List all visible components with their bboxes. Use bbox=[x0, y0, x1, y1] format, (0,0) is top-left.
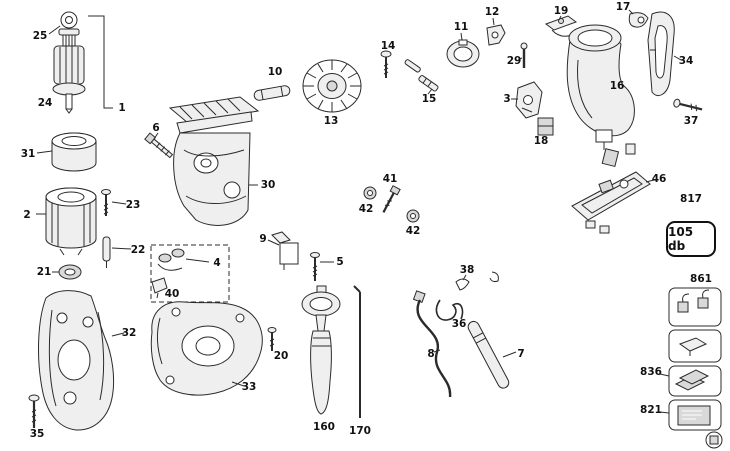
part-3-lever-drawing bbox=[511, 81, 543, 119]
part-12-bracket-drawing bbox=[486, 17, 506, 46]
part-30-gear-housing-drawing bbox=[168, 96, 260, 226]
part-37-screw-drawing bbox=[673, 98, 703, 112]
part-16-motor-housing-drawing bbox=[566, 24, 635, 150]
part-32-housing-drawing bbox=[38, 290, 125, 431]
accessory-box-plates bbox=[659, 365, 722, 397]
part-34-handle-drawing bbox=[647, 11, 682, 96]
part-42-nut-b-drawing bbox=[406, 209, 420, 223]
part-14-screw-drawing bbox=[380, 50, 392, 78]
part-24-armature-drawing bbox=[52, 28, 86, 114]
accessory-box-brushes bbox=[668, 287, 722, 327]
part-23-screw-drawing bbox=[101, 189, 127, 216]
accessory-box-manual bbox=[659, 399, 722, 431]
part-15-pins-drawing bbox=[404, 59, 439, 95]
part-4-clip-drawing bbox=[157, 248, 210, 271]
part-33-housing-drawing bbox=[150, 301, 263, 396]
part-9-brush-holder-drawing bbox=[267, 231, 299, 270]
service-kit-box bbox=[150, 244, 230, 303]
part-20-screw-drawing bbox=[267, 327, 277, 351]
part-36-cord-hook-drawing bbox=[435, 299, 464, 321]
part-19-spring-drawing bbox=[544, 15, 578, 37]
part-31-baffle-drawing bbox=[36, 132, 97, 172]
noise-level-badge: 105 db bbox=[666, 221, 716, 257]
accessory-box-clip bbox=[668, 329, 722, 363]
part-18-block-drawing bbox=[537, 117, 554, 136]
part-25-bearing-drawing bbox=[48, 11, 78, 35]
noise-level-text: 105 db bbox=[668, 225, 694, 253]
part-8-cord-drawing bbox=[412, 290, 452, 398]
part-46-plate-drawing bbox=[571, 143, 655, 234]
part-35-screw-drawing bbox=[28, 394, 40, 428]
part-29-pin-drawing bbox=[518, 42, 528, 68]
part-6-bolt-drawing bbox=[144, 132, 174, 159]
part-17-clip-drawing bbox=[628, 9, 649, 28]
part-11-ring-drawing bbox=[446, 32, 480, 68]
part-13-crank-wheel-drawing bbox=[302, 59, 362, 113]
assembly-1-bracket bbox=[88, 15, 113, 109]
stamp-icon bbox=[705, 431, 723, 449]
part-42-nut-a-drawing bbox=[363, 186, 377, 200]
part-160-side-handle-drawing bbox=[301, 285, 341, 415]
part-21-grommet-drawing bbox=[52, 264, 82, 280]
part-41-bolt-drawing bbox=[382, 185, 401, 213]
part-5-screw-drawing bbox=[310, 252, 334, 281]
part-7-bit-drawing bbox=[467, 320, 517, 389]
part-38-clip-drawing bbox=[455, 271, 499, 291]
part-10-cylinder-drawing bbox=[253, 85, 291, 101]
part-2-field-drawing bbox=[36, 187, 97, 256]
part-22-pin-drawing bbox=[102, 236, 132, 268]
part-170-depth-rod-drawing bbox=[353, 285, 361, 418]
part-40-bracket-drawing bbox=[151, 277, 168, 299]
